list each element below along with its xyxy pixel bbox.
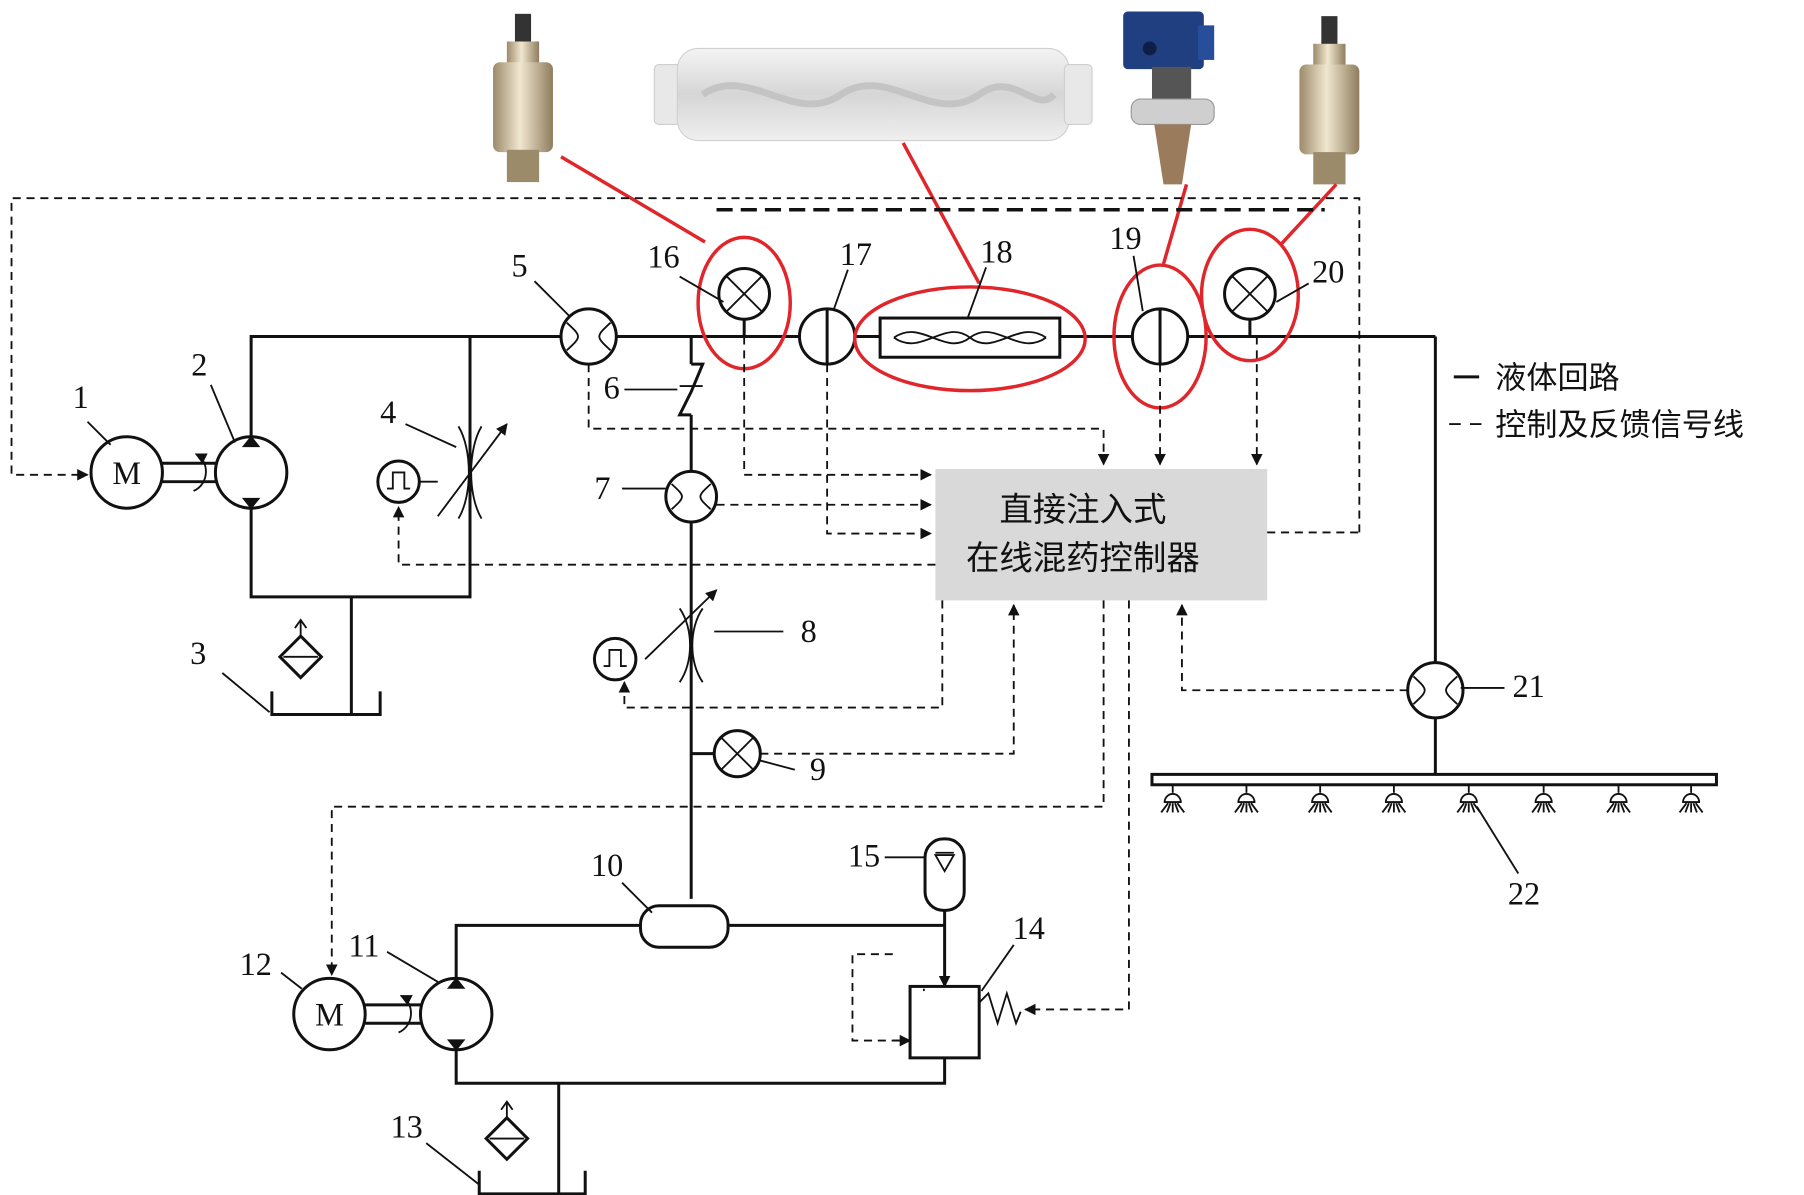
spray-nozzle (1307, 784, 1333, 813)
spray-nozzle (1531, 784, 1556, 813)
number-18: 18 (980, 234, 1012, 270)
number-9: 9 (810, 751, 826, 787)
number-6: 6 (604, 370, 620, 406)
number-14: 14 (1013, 910, 1045, 946)
legend-signal-line: 控制及反馈信号线 (1495, 408, 1744, 444)
filter-3 (277, 618, 324, 680)
controller-title-line1: 直接注入式 (999, 490, 1166, 529)
legend: 液体回路 控制及反馈信号线 (1449, 360, 1744, 444)
accumulator-15 (923, 837, 966, 912)
number-7: 7 (594, 470, 610, 506)
spray-nozzle (1381, 784, 1407, 813)
check-valve-6 (677, 362, 705, 417)
valve-19 (1130, 307, 1190, 366)
controller-title-line2: 在线混药控制器 (966, 538, 1200, 577)
number-10: 10 (591, 847, 623, 883)
flowmeter-7 (664, 469, 719, 524)
spray-nozzle (1606, 784, 1631, 813)
number-20: 20 (1312, 253, 1344, 289)
filter-13 (484, 1100, 530, 1162)
spray-nozzle (1234, 784, 1259, 813)
mixer-10 (639, 904, 730, 949)
spray-nozzle (1160, 784, 1185, 813)
number-2: 2 (191, 347, 207, 383)
pressure-sensor-photo-left (493, 13, 553, 183)
static-mixer-photo (653, 47, 1093, 142)
number-21: 21 (1513, 668, 1545, 704)
nozzles-22 (1160, 784, 1704, 813)
number-16: 16 (647, 238, 679, 274)
flowmeter-photo (1123, 11, 1215, 185)
pressure-gauge-20 (1223, 267, 1277, 337)
number-3: 3 (190, 635, 206, 671)
static-mixer-18 (878, 316, 1062, 359)
mixing-controller: 直接注入式 在线混药控制器 (935, 469, 1268, 601)
pressure-sensor-photo-right (1299, 16, 1360, 185)
photo-leaders (560, 142, 1338, 285)
number-19: 19 (1109, 220, 1141, 256)
throttle-valve-4 (376, 423, 508, 520)
number-12: 12 (240, 946, 272, 982)
pressure-gauge-9 (712, 729, 796, 779)
number-5: 5 (511, 248, 527, 284)
valve-17 (797, 307, 857, 366)
number-22: 22 (1508, 876, 1540, 912)
number-11: 11 (348, 927, 379, 963)
number-4: 4 (380, 394, 396, 430)
number-1: 1 (73, 379, 89, 415)
liquid-pipes (249, 334, 1718, 1195)
highlight-ellipses (696, 227, 1301, 410)
pump-2 (213, 435, 289, 510)
pressure-gauge-16 (717, 267, 772, 337)
motor-1: M (89, 435, 217, 510)
number-8: 8 (801, 613, 817, 649)
legend-liquid-loop: 液体回路 (1495, 360, 1619, 396)
number-17: 17 (840, 236, 872, 272)
spray-nozzle (1678, 784, 1704, 813)
relief-valve-14 (851, 953, 1022, 1060)
motor-12: M (292, 976, 421, 1052)
pump-11 (418, 976, 494, 1052)
number-13: 13 (391, 1108, 423, 1144)
component-numbers: 1 2 3 4 5 6 7 8 9 10 11 12 13 14 15 16 1… (73, 220, 1545, 1144)
motor-1-label: M (112, 455, 141, 491)
flowmeter-21 (1406, 661, 1465, 720)
signal-lines (10, 197, 1408, 1016)
number-15: 15 (848, 838, 880, 874)
throttle-valve-8 (592, 589, 784, 683)
flowmeter-5 (559, 307, 618, 366)
motor-12-label: M (315, 997, 344, 1033)
number-leaders (86, 255, 1520, 1186)
